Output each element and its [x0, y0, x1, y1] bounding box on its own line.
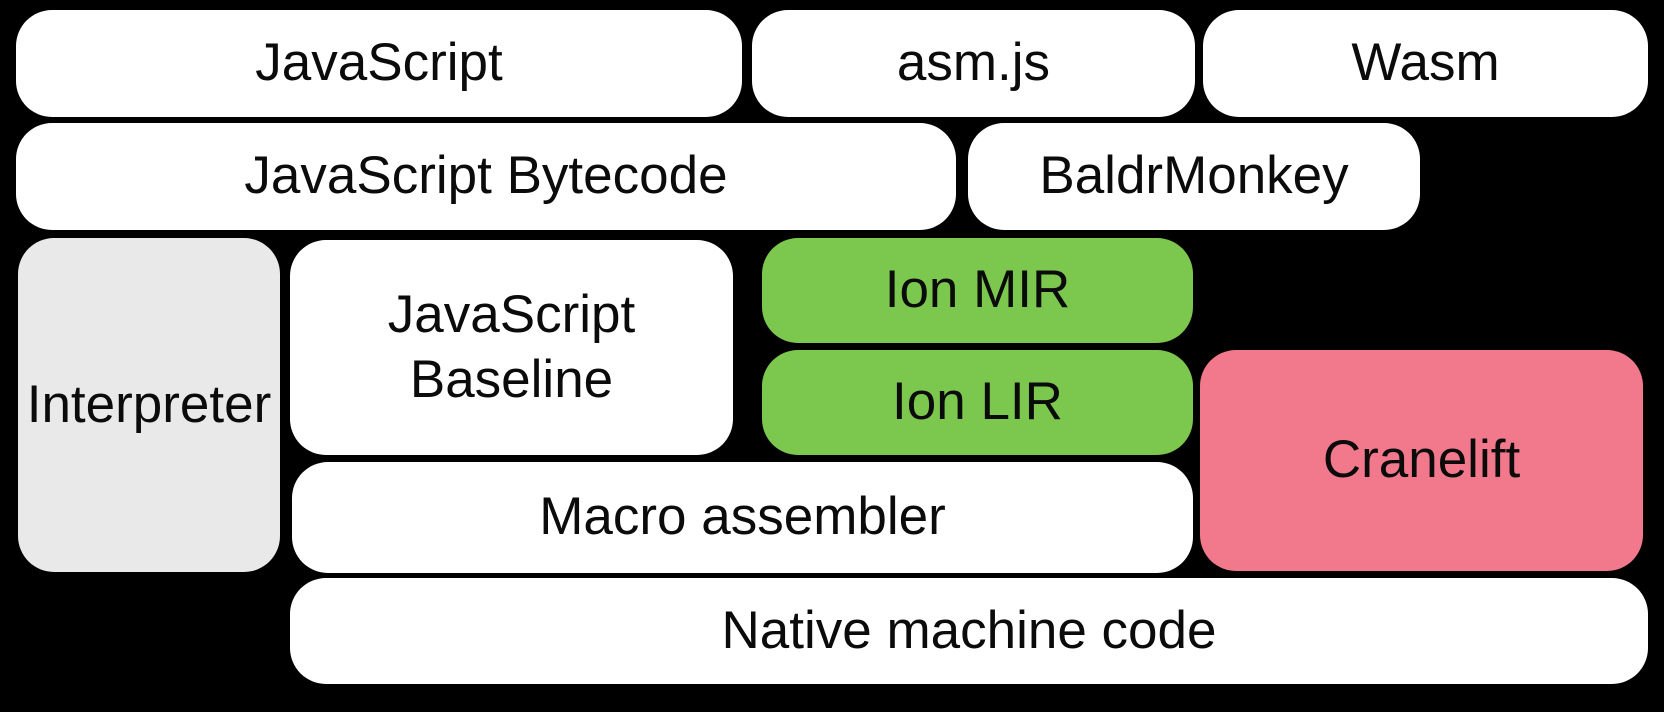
- block-ion-lir: Ion LIR: [762, 350, 1193, 455]
- block-macro-assembler: Macro assembler: [292, 462, 1193, 573]
- block-label: Native machine code: [721, 600, 1217, 660]
- block-label: JavaScript: [255, 33, 503, 93]
- block-javascript: JavaScript: [16, 10, 742, 117]
- block-ion-mir: Ion MIR: [762, 238, 1193, 343]
- block-label: Ion MIR: [884, 260, 1071, 320]
- block-label: asm.js: [896, 33, 1051, 93]
- block-cranelift: Cranelift: [1200, 350, 1643, 571]
- block-label: Cranelift: [1322, 430, 1521, 490]
- block-javascript-bytecode: JavaScript Bytecode: [16, 123, 956, 230]
- block-interpreter: Interpreter: [18, 238, 280, 572]
- block-baldrmonkey: BaldrMonkey: [968, 123, 1420, 230]
- block-label: Ion LIR: [892, 372, 1063, 432]
- block-javascript-baseline: JavaScript Baseline: [290, 240, 733, 455]
- block-native-machine-code: Native machine code: [290, 578, 1648, 684]
- block-label: Interpreter: [26, 374, 272, 434]
- block-label: BaldrMonkey: [1039, 146, 1349, 206]
- block-label: JavaScript Baseline: [387, 284, 636, 409]
- block-label: Macro assembler: [539, 487, 946, 547]
- block-label: Wasm: [1351, 33, 1500, 93]
- block-label: JavaScript Bytecode: [244, 146, 728, 206]
- block-wasm: Wasm: [1203, 10, 1648, 117]
- block-asm-js: asm.js: [752, 10, 1195, 117]
